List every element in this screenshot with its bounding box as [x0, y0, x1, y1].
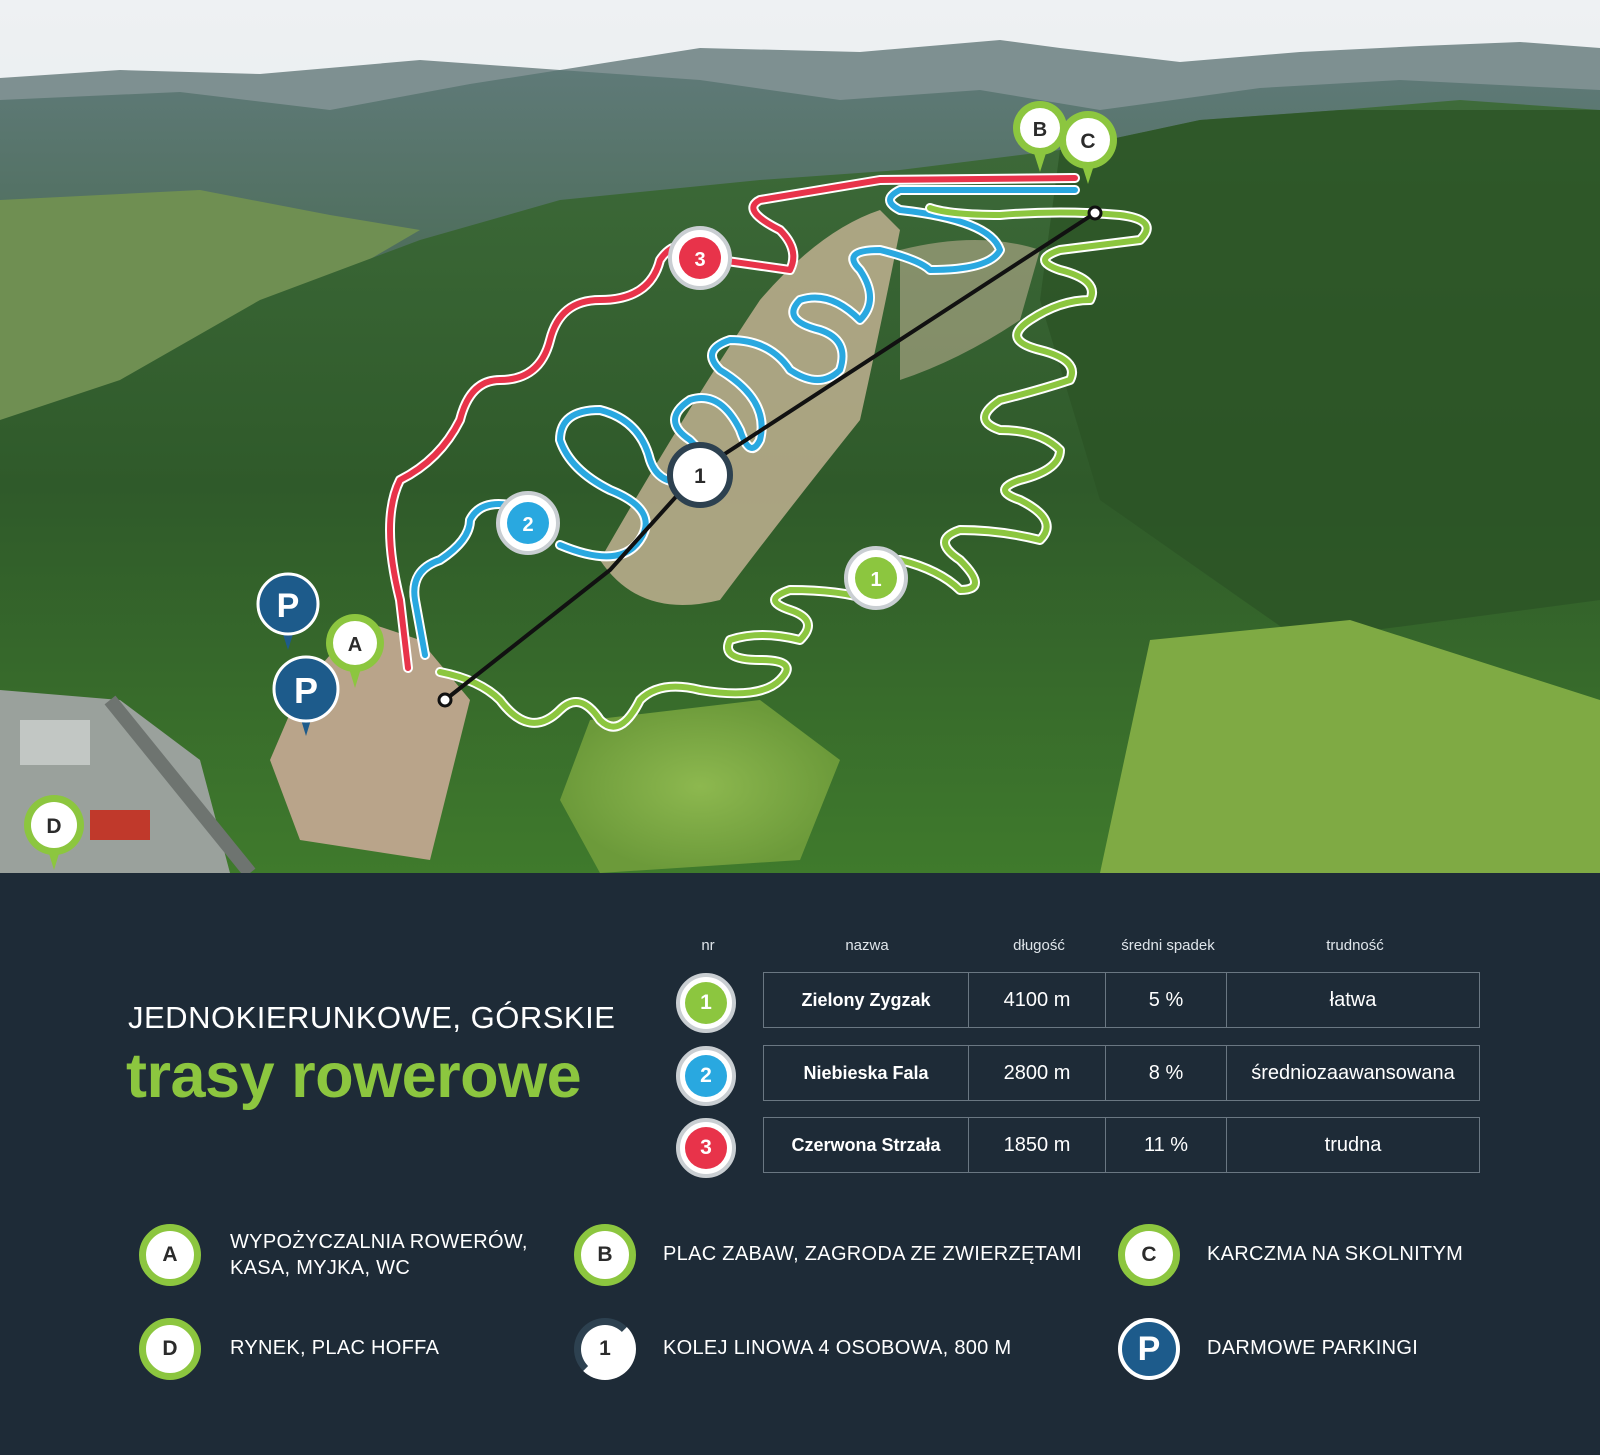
row-2-length: 2800 m [968, 1045, 1106, 1101]
row-1-name: Zielony Zygzak [763, 972, 969, 1028]
lift-bottom-station [437, 692, 453, 708]
row-1-number: 1 [685, 982, 727, 1024]
legend-parking-icon: P [1118, 1318, 1180, 1380]
row-2-difficulty: średniozaawansowana [1226, 1045, 1480, 1101]
row-1-number-badge: 1 [676, 973, 736, 1033]
legend-c-text: KARCZMA NA SKOLNITYM [1207, 1243, 1464, 1265]
table-row: Czerwona Strzała 1850 m 11 % trudna [763, 1117, 1480, 1175]
map-pin-parking-upper-label: P [277, 587, 300, 625]
map-pin-parking-lower-label: P [294, 670, 318, 711]
table-row: Zielony Zygzak 4100 m 5 % łatwa [763, 972, 1480, 1030]
map-badge-lift-label: 1 [694, 465, 706, 488]
column-header-name: nazwa [845, 937, 889, 954]
row-3-slope: 11 % [1105, 1117, 1227, 1173]
legend-lift-text: KOLEJ LINOWA 4 OSOBOWA, 800 M [663, 1337, 1012, 1359]
row-2-number-badge: 2 [676, 1046, 736, 1106]
lift-top-station [1087, 205, 1103, 221]
row-3-difficulty: trudna [1226, 1117, 1480, 1173]
map-pin-b[interactable]: B [1013, 101, 1067, 172]
meadow-right [1100, 620, 1600, 873]
map-pin-parking-upper[interactable]: P [256, 572, 320, 650]
legend-a-text-line1: WYPOŻYCZALNIA ROWERÓW, [230, 1231, 528, 1253]
row-1-difficulty: łatwa [1226, 972, 1480, 1028]
slope-clearing [600, 210, 900, 605]
map-badge-trail-2-label: 2 [522, 514, 533, 536]
column-header-difficulty: trudność [1326, 937, 1384, 954]
map-badge-trail-3-label: 3 [694, 249, 705, 271]
legend-d-text: RYNEK, PLAC HOFFA [230, 1337, 440, 1359]
title-subheading: JEDNOKIERUNKOWE, GÓRSKIE [128, 1000, 616, 1035]
valley-fields [0, 190, 420, 430]
map-pin-c[interactable]: C [1059, 111, 1117, 184]
legend-d-icon: D [139, 1318, 201, 1380]
row-2-name: Niebieska Fala [763, 1045, 969, 1101]
trail-2-line [411, 187, 1078, 658]
trail-map: 3 2 1 1 B C [0, 0, 1600, 873]
info-panel [0, 873, 1600, 1455]
legend-parking-text: DARMOWE PARKINGI [1207, 1337, 1419, 1359]
legend-lift-icon: 1 [574, 1318, 636, 1380]
map-pin-b-label: B [1033, 119, 1047, 141]
row-2-slope: 8 % [1105, 1045, 1227, 1101]
column-header-nr: nr [701, 937, 715, 954]
row-1-length: 4100 m [968, 972, 1106, 1028]
legend-b-text: PLAC ZABAW, ZAGRODA ZE ZWIERZĘTAMI [663, 1243, 1083, 1265]
chairlift-line [443, 211, 1097, 702]
legend-a-icon: A [139, 1224, 201, 1286]
map-badge-lift[interactable]: 1 [667, 442, 733, 508]
map-pin-a[interactable]: A [326, 614, 384, 688]
trail-3-line [387, 175, 1078, 671]
row-2-number: 2 [685, 1055, 727, 1097]
building [20, 720, 90, 765]
legend-a-text-line2: KASA, MYJKA, WC [230, 1257, 411, 1279]
map-pin-parking-lower[interactable]: P [272, 655, 340, 736]
row-3-length: 1850 m [968, 1117, 1106, 1173]
table-row: Niebieska Fala 2800 m 8 % średniozaawans… [763, 1045, 1480, 1103]
map-pin-d[interactable]: D [24, 795, 84, 870]
meadow-bottom [560, 700, 840, 873]
row-3-number-badge: 3 [676, 1118, 736, 1178]
row-1-slope: 5 % [1105, 972, 1227, 1028]
map-badge-trail-1-label: 1 [870, 569, 881, 591]
column-header-length: długość [1013, 937, 1065, 954]
legend-b-icon: B [574, 1224, 636, 1286]
map-illustration: 3 2 1 1 B C [0, 0, 1600, 873]
legend-c-icon: C [1118, 1224, 1180, 1286]
title-heading: trasy rowerowe [126, 1041, 582, 1111]
road [104, 695, 256, 873]
building-red-roof [90, 810, 150, 840]
map-pin-d-label: D [46, 815, 61, 838]
row-3-name: Czerwona Strzała [763, 1117, 969, 1173]
map-pin-a-label: A [348, 634, 362, 656]
row-3-number: 3 [685, 1127, 727, 1169]
map-pin-c-label: C [1080, 130, 1095, 153]
forest-right [1040, 110, 1600, 640]
map-badge-trail-1[interactable]: 1 [844, 546, 908, 610]
column-header-slope: średni spadek [1121, 937, 1215, 954]
map-badge-trail-2[interactable]: 2 [496, 491, 560, 555]
upper-clearing [900, 240, 1040, 380]
map-badge-trail-3[interactable]: 3 [668, 226, 732, 290]
trail-1-line [437, 205, 1150, 730]
